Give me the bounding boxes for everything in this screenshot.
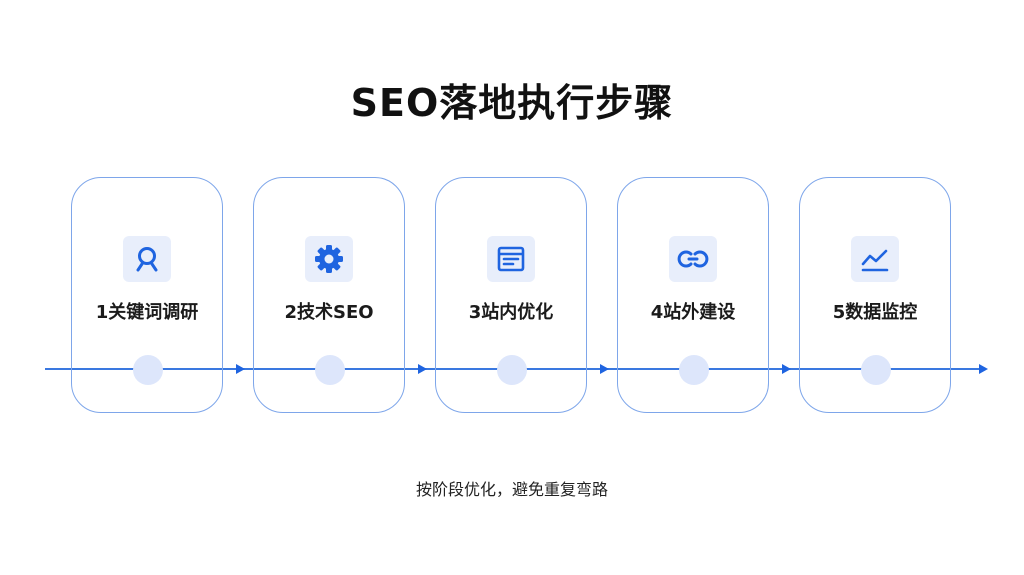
timeline-arrow <box>782 364 791 374</box>
step-label: 2技术SEO <box>284 302 374 323</box>
step-card: 5数据监控 <box>799 177 951 413</box>
step-label: 5数据监控 <box>832 302 918 323</box>
footer-caption: 按阶段优化，避免重复弯路 <box>415 480 608 499</box>
page-title: SEO落地执行步骤 <box>350 81 674 125</box>
timeline-arrow-end <box>979 364 988 374</box>
trend-chart-icon <box>851 236 899 282</box>
step-label: 1关键词调研 <box>95 302 199 323</box>
link-icon <box>669 236 717 282</box>
timeline-node <box>861 355 891 385</box>
step-card: 3站内优化 <box>435 177 587 413</box>
search-person-icon <box>123 236 171 282</box>
timeline-node <box>315 355 345 385</box>
step-label: 4站外建设 <box>650 302 736 323</box>
timeline-node <box>679 355 709 385</box>
gear-icon <box>305 236 353 282</box>
web-page-icon <box>487 236 535 282</box>
timeline-node <box>497 355 527 385</box>
timeline-arrow <box>418 364 427 374</box>
step-card: 4站外建设 <box>617 177 769 413</box>
timeline-arrow <box>600 364 609 374</box>
step-card: 1关键词调研 <box>71 177 223 413</box>
step-card: 2技术SEO <box>253 177 405 413</box>
timeline-arrow <box>236 364 245 374</box>
timeline-node <box>133 355 163 385</box>
step-label: 3站内优化 <box>468 302 554 323</box>
